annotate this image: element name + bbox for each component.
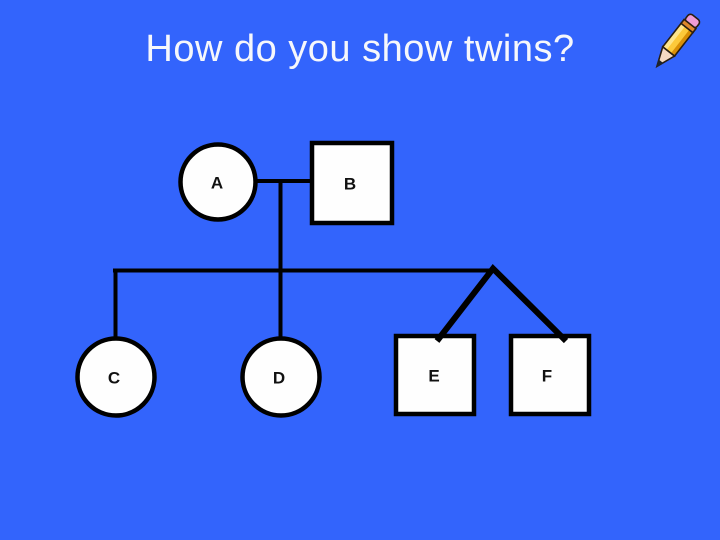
individual-c-circle xyxy=(75,336,157,418)
individual-f-square xyxy=(508,333,592,417)
individual-d-label: D xyxy=(273,369,285,388)
individual-d-circle xyxy=(240,336,322,418)
pencil-body-highlight xyxy=(663,23,686,50)
slide-title: How do you show twins? xyxy=(145,28,575,70)
individual-a-label: A xyxy=(211,174,223,193)
individual-e-label: E xyxy=(428,367,439,386)
pencil-body-shadow xyxy=(670,29,693,57)
individual-a-circle xyxy=(178,142,258,222)
twin-triangle-lines xyxy=(434,263,569,344)
pencil-lead-tip xyxy=(656,59,664,68)
individual-e-square xyxy=(393,333,477,417)
pencil-icon xyxy=(655,13,701,69)
individual-c-label: C xyxy=(108,369,120,388)
individual-f-label: F xyxy=(542,367,552,386)
individual-b-square xyxy=(309,140,395,226)
pencil-body xyxy=(662,23,693,57)
pencil-ferrule xyxy=(679,18,698,34)
individual-b-label: B xyxy=(344,175,356,194)
